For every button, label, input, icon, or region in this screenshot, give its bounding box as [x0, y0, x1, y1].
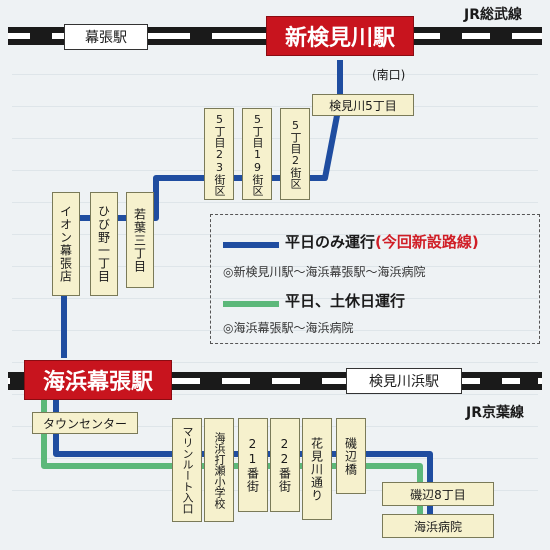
stop-kemigawa-5[interactable]: 検見川5丁目 [312, 94, 414, 116]
weekday-legend-route: ◎新検見川駅～海浜幕張駅～海浜病院 [223, 265, 426, 279]
stop-isobe-8[interactable]: 磯辺8丁目 [382, 482, 494, 506]
sobu-line-label: JR総武線 [464, 7, 522, 23]
allday-legend-route: ◎海浜幕張駅～海浜病院 [223, 321, 354, 335]
stop-isobe-bridge[interactable]: 磯辺橋 [336, 418, 366, 494]
stop-town-center[interactable]: タウンセンター [32, 412, 138, 434]
route-legend: 平日のみ運行(今回新設路線) ◎新検見川駅～海浜幕張駅～海浜病院 平日、土休日運… [210, 214, 540, 344]
shin-kemigawa-exit: (南口) [372, 68, 406, 82]
stop-aeon-makuhari[interactable]: イオン幕張店 [52, 192, 80, 296]
station-shin-kemigawa[interactable]: 新検見川駅 [266, 16, 414, 56]
stop-hanamigawa[interactable]: 花見川通り [302, 418, 332, 520]
stop-block-21[interactable]: 21番街 [238, 418, 268, 512]
new-route-note: (今回新設路線) [375, 233, 479, 251]
stop-kaihin-utase[interactable]: 海浜打瀬小学校 [204, 418, 234, 522]
station-kemigawahama[interactable]: 検見川浜駅 [346, 368, 462, 394]
station-makuhari[interactable]: 幕張駅 [64, 24, 148, 50]
stop-5-19[interactable]: 5丁目19街区 [242, 108, 272, 200]
weekday-legend-title: 平日のみ運行(今回新設路線) [285, 233, 479, 251]
station-kaihin-makuhari[interactable]: 海浜幕張駅 [24, 360, 172, 400]
stop-wakaba-3[interactable]: 若葉三丁目 [126, 192, 154, 288]
allday-legend-title: 平日、土休日運行 [285, 292, 406, 310]
weekday-legend-swatch [223, 242, 279, 248]
allday-legend-swatch [223, 301, 279, 307]
stop-block-22[interactable]: 22番街 [270, 418, 300, 512]
stop-marine-route[interactable]: マリンルート入口 [172, 418, 202, 522]
stop-5-23[interactable]: 5丁目23街区 [204, 108, 234, 200]
stop-kaihin-hospital[interactable]: 海浜病院 [382, 514, 494, 538]
keiyo-line-label: JR京葉線 [466, 405, 524, 421]
stop-5-2[interactable]: 5丁目2街区 [280, 108, 310, 200]
stop-hibino-1[interactable]: ひび野一丁目 [90, 192, 118, 296]
